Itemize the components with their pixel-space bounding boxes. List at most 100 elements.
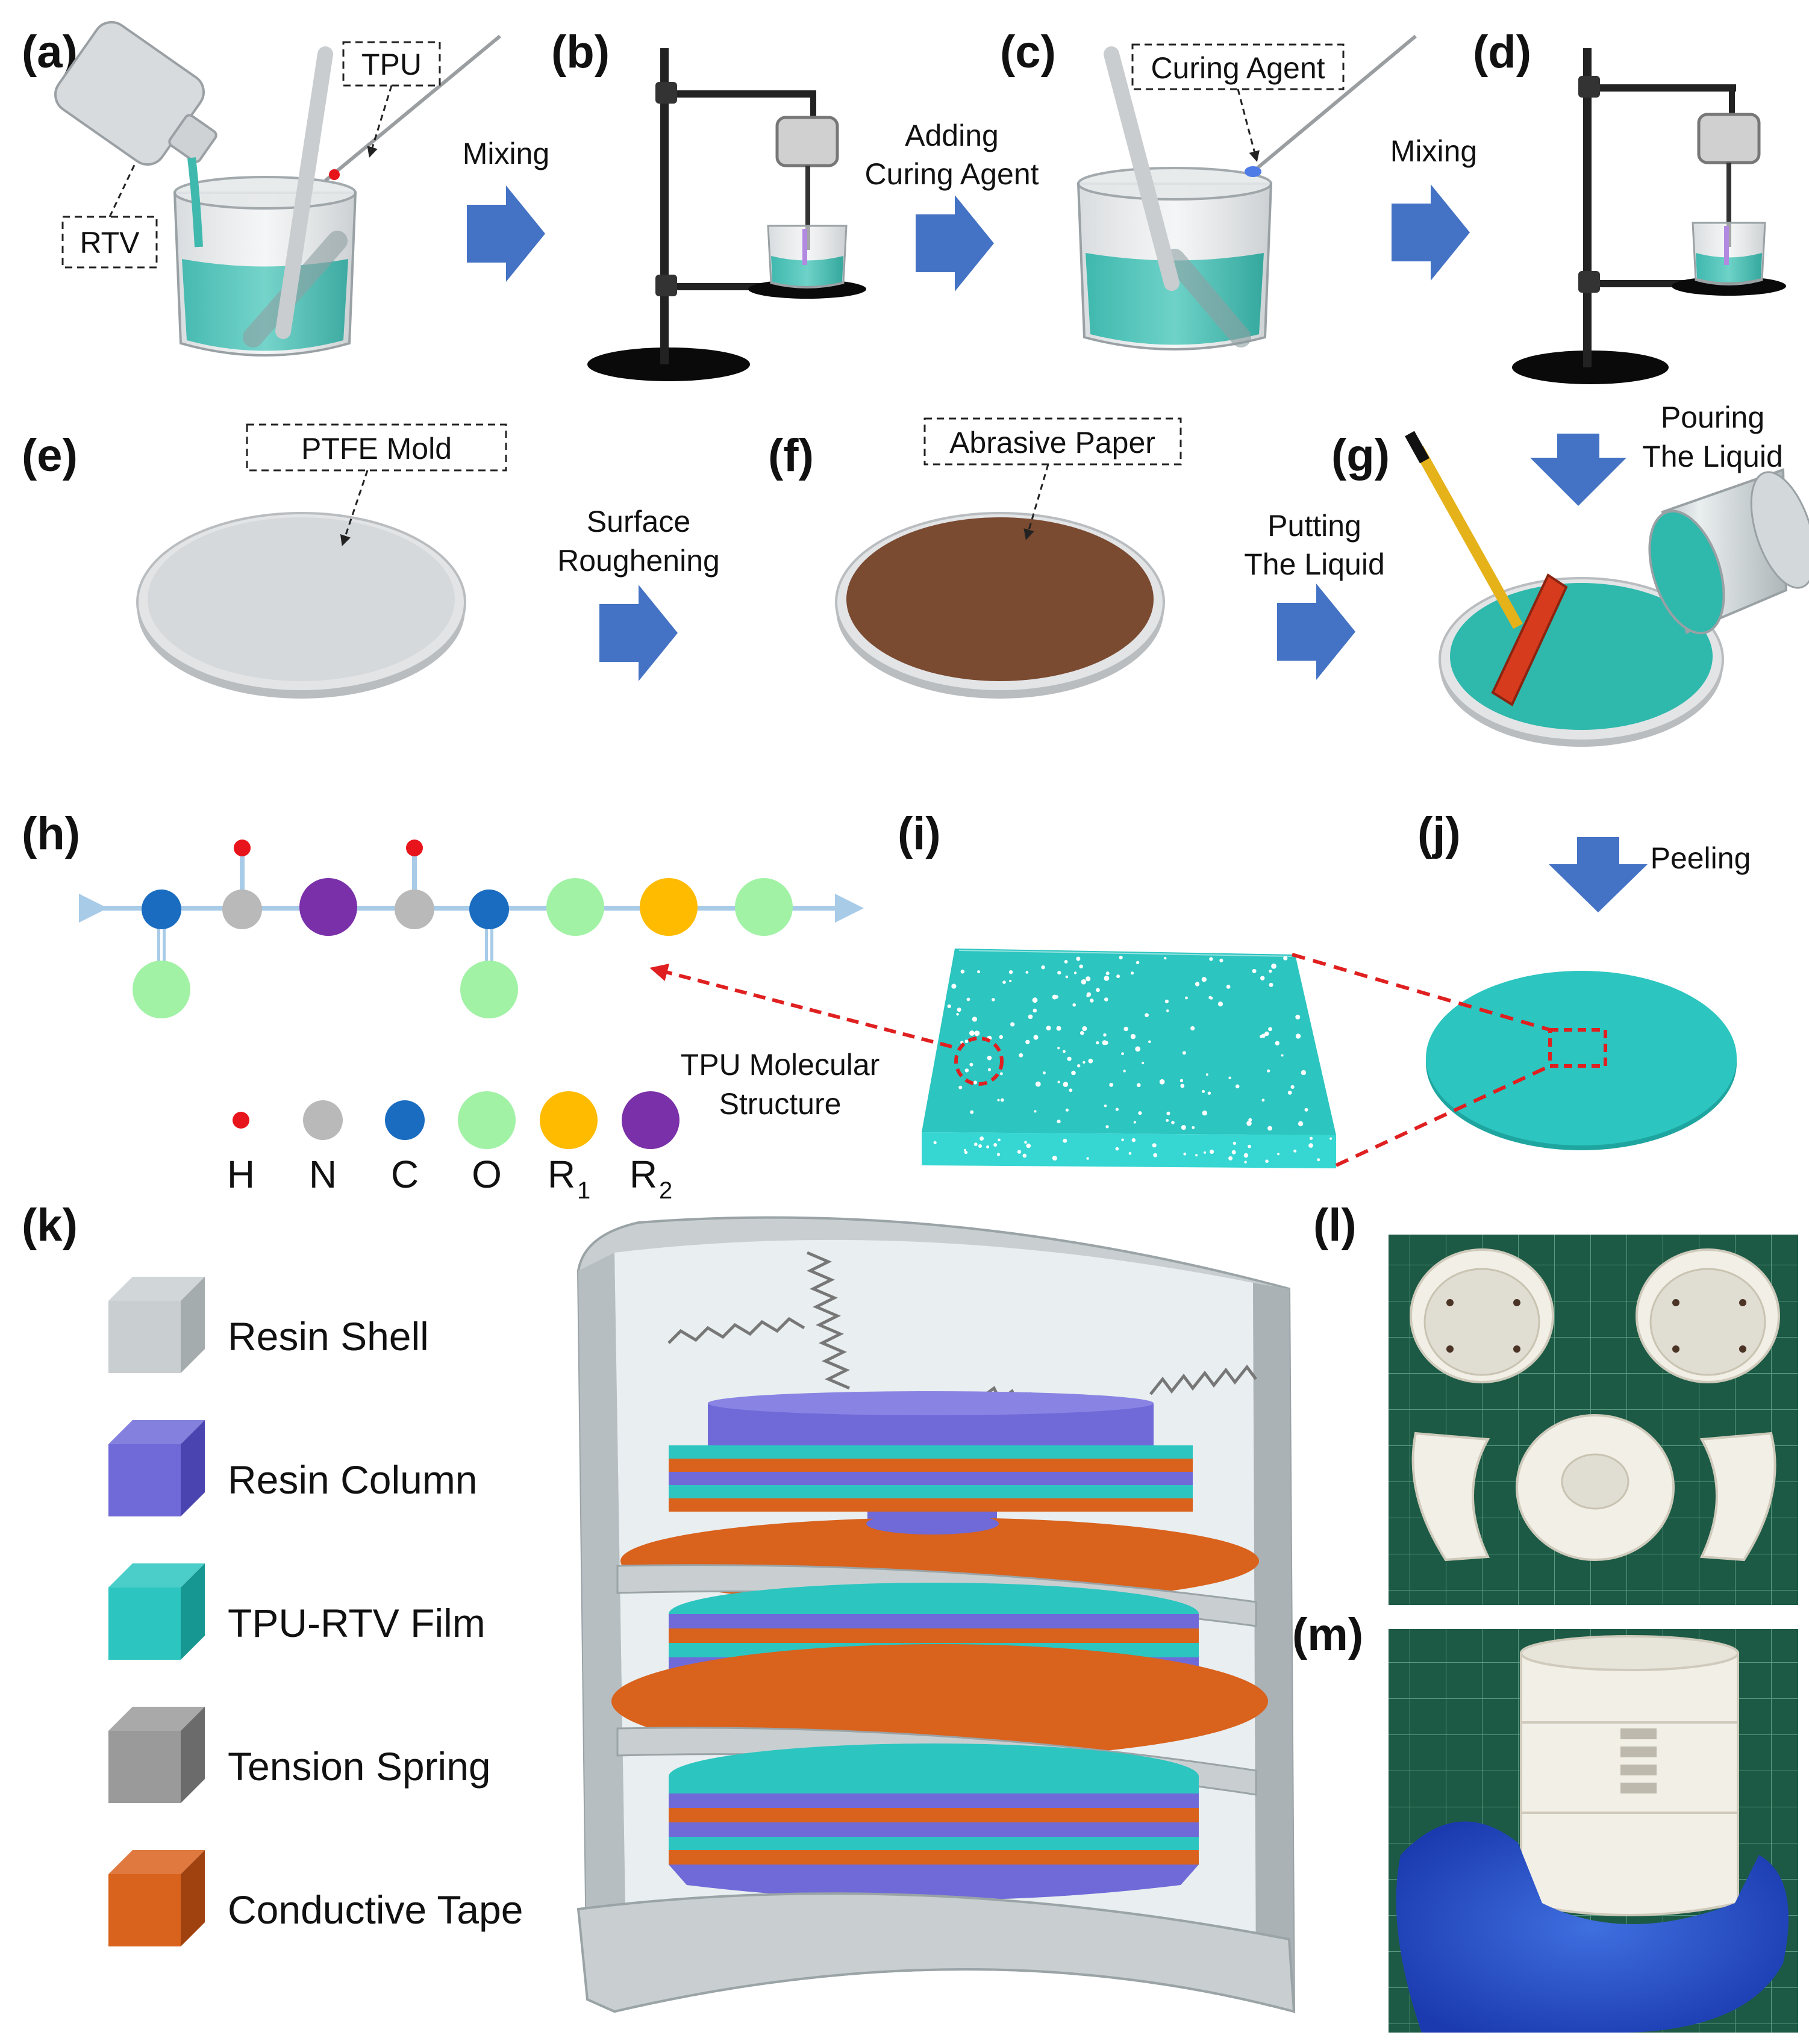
film-particle — [1203, 1151, 1207, 1154]
atom-legend-symbol: N — [309, 1153, 337, 1196]
film-particle — [972, 1017, 978, 1022]
film-particle — [1179, 1079, 1184, 1083]
film-particle — [1130, 971, 1134, 975]
panel-label-m: (m) — [1292, 1609, 1363, 1660]
r1-group — [640, 878, 698, 936]
pour-arrow — [1530, 434, 1626, 506]
film-particle — [966, 997, 970, 1002]
step-surface-roughening: Surface Roughening — [557, 505, 720, 681]
film-particle — [1115, 1147, 1119, 1151]
panel-label-b: (b) — [551, 26, 610, 78]
film-particle — [987, 1056, 992, 1061]
curing-agent-callout-label: Curing Agent — [1151, 51, 1325, 85]
film-particle — [998, 1138, 1001, 1142]
carbon-atom — [469, 890, 509, 929]
shell-wall-left — [578, 1253, 626, 1999]
film-particle — [1304, 1108, 1308, 1112]
film-particle — [1121, 1138, 1124, 1141]
film-particle — [1166, 1111, 1170, 1115]
curing-agent-droplet — [1245, 166, 1261, 177]
film-particle — [1057, 1080, 1060, 1083]
legend-cube-side — [181, 1707, 205, 1803]
stirrer-stand-d — [1512, 48, 1786, 384]
panel-label-k: (k) — [22, 1200, 78, 1251]
film-particle — [1208, 996, 1212, 1000]
film-particle — [1182, 1051, 1186, 1055]
film-particle — [1136, 961, 1140, 965]
rtv-callout-label: RTV — [80, 226, 140, 260]
film-particle — [1063, 1050, 1066, 1053]
film-particle — [1202, 1089, 1205, 1093]
syringe-needle — [324, 34, 501, 182]
film-particle — [1096, 988, 1100, 992]
atom-legend-symbol: C — [391, 1153, 419, 1196]
oxygen-atom — [133, 961, 190, 1018]
rtv-callout-line — [108, 162, 137, 217]
film-particle — [993, 1143, 998, 1147]
atom-legend-symbol: R — [548, 1153, 575, 1196]
process-arrow — [1392, 184, 1470, 281]
abrasive-mold — [835, 512, 1165, 699]
film-particle — [1142, 1062, 1145, 1065]
film-particle — [1063, 1138, 1067, 1143]
film-particle — [1123, 1070, 1126, 1073]
film-particle — [1192, 1126, 1195, 1129]
film-particle — [1235, 1084, 1240, 1089]
film-particle — [1271, 963, 1276, 969]
film-particle — [1281, 1054, 1284, 1057]
film-particle — [951, 983, 957, 989]
film-particle — [964, 1039, 969, 1044]
pouring-cup — [1648, 468, 1809, 635]
oxygen-atom — [546, 878, 604, 936]
film-particle — [987, 1068, 992, 1071]
film-particle — [1069, 1088, 1073, 1092]
panel-d: (d) — [1473, 26, 1786, 384]
film-particle — [1265, 1159, 1269, 1163]
zoom-square — [1548, 1028, 1607, 1068]
film-particle — [1201, 977, 1207, 982]
film-particles — [933, 955, 1332, 1164]
film-particle — [1025, 971, 1029, 974]
film-particle — [1082, 1026, 1087, 1031]
step-label: Mixing — [463, 137, 549, 170]
panel-label-h: (h) — [22, 808, 80, 859]
film-particle — [1008, 970, 1013, 974]
film-particle — [1202, 1111, 1208, 1116]
legend-cube-top — [108, 1420, 205, 1444]
photo-parts — [1389, 1235, 1798, 1605]
panel-g: (g) Pouring The Liquid — [1331, 400, 1809, 747]
film-particle — [964, 1068, 969, 1073]
curing-agent-callout-box — [1131, 43, 1345, 90]
film-particle — [1277, 1153, 1280, 1156]
film-particle — [1185, 996, 1188, 1000]
rtv-bottle — [54, 20, 217, 248]
film-particle — [1090, 999, 1094, 1003]
oxygen-atom — [735, 878, 793, 936]
film-particle — [1275, 1041, 1279, 1045]
film-particle — [999, 1072, 1003, 1076]
film-particle — [979, 1136, 984, 1141]
film-particle — [1195, 982, 1200, 986]
legend-cube-front — [108, 1588, 181, 1660]
film-particle — [1233, 1141, 1237, 1145]
step-label-line2: Curing Agent — [864, 157, 1039, 191]
film-particle — [1133, 1121, 1136, 1124]
film-particle — [978, 1144, 983, 1148]
film-particle — [1195, 1154, 1198, 1157]
tpu-film-disc — [1426, 971, 1737, 1150]
legend-cube-side — [181, 1420, 205, 1516]
panel-label-l: (l) — [1313, 1200, 1357, 1251]
tpu-molecular-line1: TPU Molecular — [681, 1048, 880, 1082]
step-label-line2: Roughening — [557, 544, 720, 578]
step-putting-liquid: Putting The Liquid — [1244, 509, 1385, 680]
film-particle — [1076, 956, 1081, 961]
carbon-atom — [142, 890, 181, 929]
zoom-circle — [954, 1036, 1004, 1086]
process-arrow — [916, 195, 994, 291]
film-particle — [1228, 1156, 1233, 1161]
abrasive-callout-label: Abrasive Paper — [949, 426, 1155, 460]
film-particle — [1067, 1056, 1072, 1061]
